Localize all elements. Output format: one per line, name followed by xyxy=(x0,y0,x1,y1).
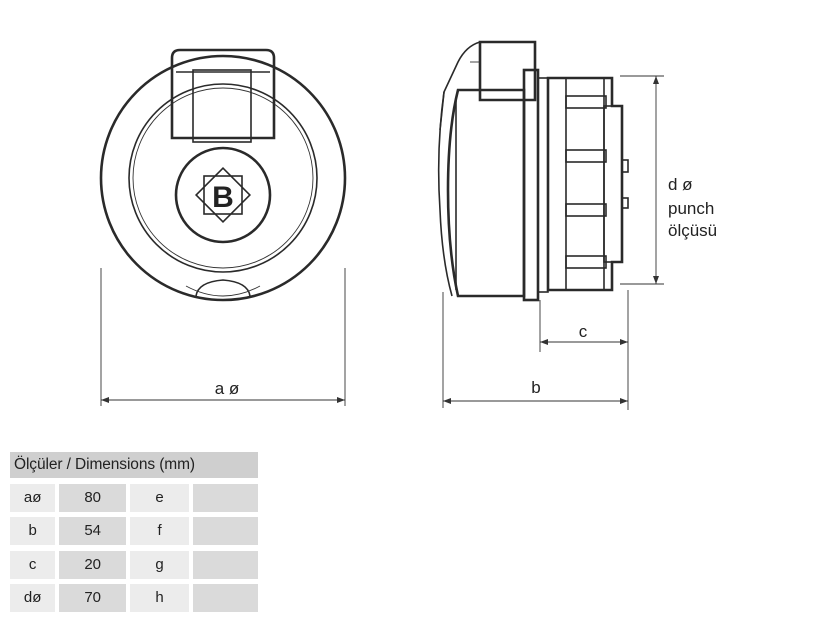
row-key-2: g xyxy=(130,550,190,579)
row-value-2 xyxy=(193,483,258,512)
table-row: aø 80 e xyxy=(10,483,258,512)
row-value: 80 xyxy=(59,483,127,512)
row-key: aø xyxy=(10,483,56,512)
dimension-a-label: a ø xyxy=(215,379,240,398)
row-value: 54 xyxy=(59,517,127,545)
row-value: 20 xyxy=(59,550,127,579)
dimension-c-label: c xyxy=(579,322,588,341)
row-key: c xyxy=(10,550,56,579)
row-value: 70 xyxy=(59,584,127,612)
row-key: dø xyxy=(10,584,56,612)
logo-letter: B xyxy=(212,181,234,214)
dimension-b: b xyxy=(442,292,628,408)
front-view: B xyxy=(99,48,347,302)
row-key: b xyxy=(10,517,56,545)
row-key-2: f xyxy=(130,517,190,545)
dimension-d-label-line2: punch xyxy=(668,199,714,218)
row-value-2 xyxy=(193,517,258,545)
row-value-2 xyxy=(193,550,258,579)
dimension-a: a ø xyxy=(100,268,346,406)
dimension-d-label-line1: d ø xyxy=(668,175,693,194)
table-row: dø 70 h xyxy=(10,584,258,612)
side-view xyxy=(437,40,629,302)
dimensions-table: Ölçüler / Dimensions (mm) aø 80 e b 54 f… xyxy=(10,452,258,612)
dimension-d-label-line3: ölçüsü xyxy=(668,221,717,240)
table-row: c 20 g xyxy=(10,550,258,579)
dimension-c: c xyxy=(539,290,629,410)
row-value-2 xyxy=(193,584,258,612)
technical-drawing: B a ø xyxy=(99,40,717,410)
table-title: Ölçüler / Dimensions (mm) xyxy=(10,452,258,478)
dimension-b-label: b xyxy=(531,378,540,397)
dimension-d: d ø punch ölçüsü xyxy=(620,75,717,285)
row-key-2: h xyxy=(130,584,190,612)
table-row: b 54 f xyxy=(10,517,258,545)
row-key-2: e xyxy=(130,483,190,512)
logo-mark: B xyxy=(194,166,252,224)
